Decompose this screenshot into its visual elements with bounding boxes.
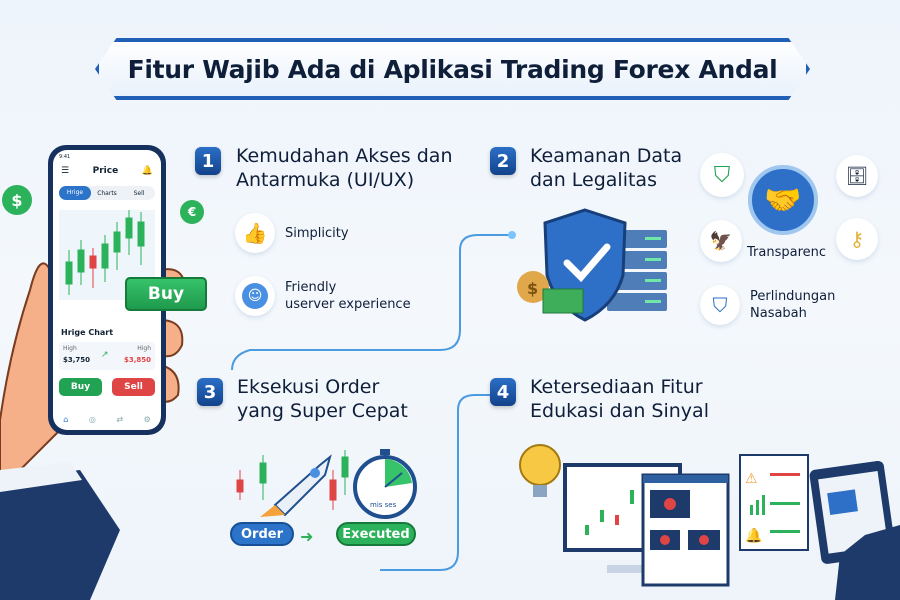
- dollar-bubble-icon: $: [2, 185, 32, 215]
- tab-sell[interactable]: Sell: [133, 189, 145, 197]
- buy-bubble[interactable]: Buy: [125, 277, 207, 311]
- swap-icon[interactable]: ⇄: [116, 415, 124, 424]
- right-high-label: High: [137, 345, 151, 352]
- svg-text:$: $: [527, 279, 538, 298]
- tab-charts[interactable]: Charts: [97, 189, 117, 197]
- timer-label: mis ses: [370, 501, 397, 509]
- section-2-number: 2: [490, 147, 516, 175]
- transparency-label: Transparenc: [747, 245, 827, 260]
- right-high-value: $3,850: [123, 356, 151, 364]
- key-icon: ⚷: [836, 218, 878, 260]
- rocket-timer-illustration: mis ses: [236, 449, 417, 519]
- smiley-icon: ☺: [235, 276, 275, 316]
- thumbs-up-icon: 👍: [235, 213, 275, 253]
- title-banner: Fitur Wajib Ada di Aplikasi Trading Fore…: [95, 38, 810, 100]
- database-key-icon: 🗄: [836, 155, 878, 197]
- phone-header-title: Price: [92, 166, 119, 176]
- section-3-number: 3: [197, 378, 223, 406]
- order-badge: Order: [230, 522, 294, 546]
- security-shield-illustration: $: [517, 208, 667, 322]
- education-signals-illustration: ⚠ 🔔: [519, 444, 900, 600]
- feature-simplicity: 👍 Simplicity: [235, 213, 349, 253]
- svg-text:🔔: 🔔: [745, 527, 762, 544]
- svg-text:⚠: ⚠: [745, 471, 758, 487]
- government-emblem-icon: 🦅: [700, 220, 742, 262]
- sell-button[interactable]: Sell: [112, 378, 155, 396]
- bell-icon[interactable]: 🔔: [141, 166, 153, 176]
- left-high-value: $3,750: [63, 356, 91, 364]
- shield-check-icon: ⛉: [700, 285, 740, 325]
- phone-screen: 9:41 ☰ Price 🔔 Hrige Charts Sell Hrige C…: [53, 150, 161, 430]
- page-title: Fitur Wajib Ada di Aplikasi Trading Fore…: [127, 54, 778, 84]
- arrow-right-icon: ➜: [300, 527, 314, 546]
- trend-up-icon: ↗: [101, 350, 109, 360]
- left-high-label: High: [63, 345, 77, 352]
- tab-hrige[interactable]: Hrige: [59, 186, 91, 200]
- menu-icon[interactable]: ☰: [61, 166, 70, 176]
- euro-bubble-icon: €: [180, 200, 204, 224]
- phone-mockup: 9:41 ☰ Price 🔔 Hrige Charts Sell Hrige C…: [48, 145, 166, 435]
- settings-icon[interactable]: ⚙: [143, 415, 151, 424]
- buy-button[interactable]: Buy: [59, 378, 102, 396]
- status-time: 9:41: [59, 154, 71, 160]
- section-4-number: 4: [490, 378, 516, 406]
- executed-badge: Executed: [336, 522, 416, 546]
- section-1-number: 1: [195, 147, 221, 175]
- compass-icon[interactable]: ◎: [88, 415, 96, 424]
- home-icon[interactable]: ⌂: [63, 415, 69, 424]
- shield-check-green-icon: ⛉: [700, 153, 744, 197]
- chart-title: Hrige Chart: [61, 328, 114, 337]
- handshake-icon: 🤝: [748, 165, 818, 235]
